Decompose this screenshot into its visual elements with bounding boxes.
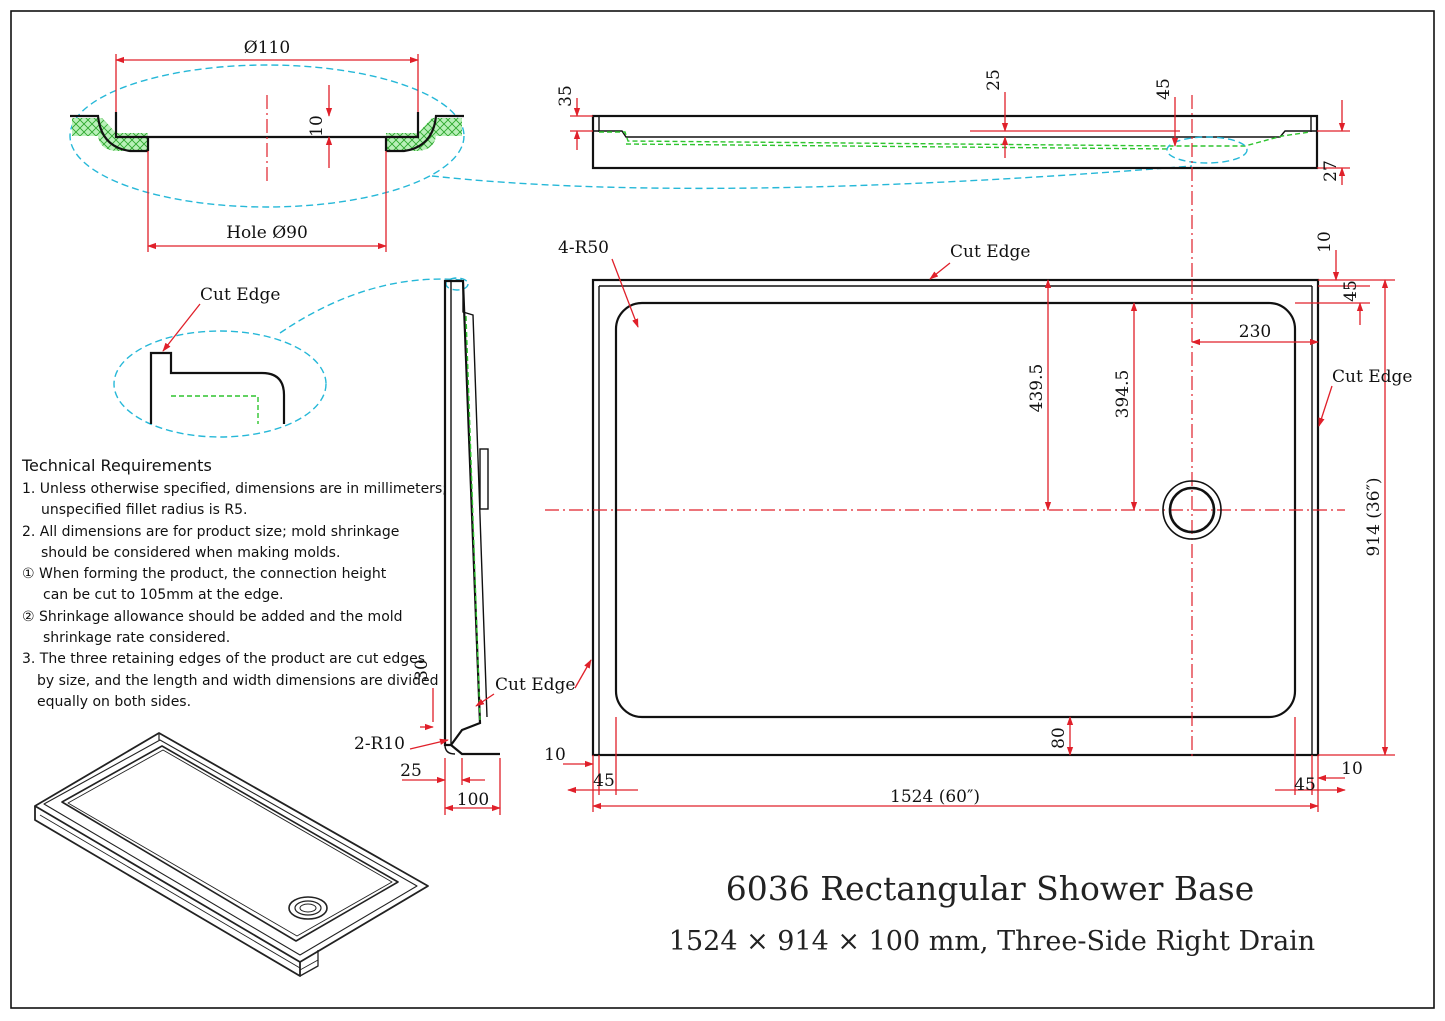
dim-drain-from-basin: 394.5 xyxy=(1113,370,1133,419)
label-cut-edge-side: Cut Edge xyxy=(495,675,575,695)
tech-line: shrinkage rate considered. xyxy=(43,630,230,646)
cut-edge-detail xyxy=(113,277,469,438)
dim-total-height: 100 xyxy=(457,790,489,810)
tech-line: ① When forming the product, the connecti… xyxy=(22,566,387,582)
tech-heading: Technical Requirements xyxy=(21,456,212,475)
dim-overall-width: 914 (36″) xyxy=(1364,477,1384,556)
dim-basin-inset-right: 45 xyxy=(1294,775,1316,795)
sheet-border xyxy=(10,10,1435,1009)
label-bottom-radius: 2-R10 xyxy=(354,734,405,754)
label-cut-edge-top: Cut Edge xyxy=(950,242,1030,262)
tech-line: can be cut to 105mm at the edge. xyxy=(43,587,283,603)
dim-drain-depth-top: 45 xyxy=(1154,78,1174,100)
isometric-view xyxy=(34,732,429,977)
dim-overall-length: 1524 (60″) xyxy=(890,787,980,807)
front-section-view xyxy=(570,92,1350,280)
dim-floor-depth: 25 xyxy=(984,69,1004,91)
dim-front-inset: 80 xyxy=(1049,727,1069,749)
tech-line: by size, and the length and width dimens… xyxy=(37,673,438,689)
technical-requirements: Technical Requirements 1. Unless otherwi… xyxy=(21,456,447,710)
dim-rim-inset-left: 10 xyxy=(544,745,566,765)
tech-line: equally on both sides. xyxy=(37,694,191,710)
dim-rim-inset-right: 10 xyxy=(1341,759,1363,779)
dim-connection-height: 30 xyxy=(412,659,432,681)
dim-rim-inset-top: 10 xyxy=(1315,231,1335,253)
plan-view xyxy=(545,250,1395,812)
dim-drain-outer-diameter: Ø110 xyxy=(244,38,290,58)
dim-hole-diameter: Hole Ø90 xyxy=(226,223,308,243)
tech-line: 3. The three retaining edges of the prod… xyxy=(22,651,425,667)
tech-line: 1. Unless otherwise specified, dimension… xyxy=(22,481,447,497)
dim-basin-inset-left: 45 xyxy=(593,771,615,791)
dim-edge-height: 27 xyxy=(1321,160,1341,182)
dim-drain-from-edge: 439.5 xyxy=(1027,364,1047,413)
tech-line: unspecified fillet radius is R5. xyxy=(41,502,248,518)
label-corner-radius: 4-R50 xyxy=(558,238,609,258)
label-cut-edge-right: Cut Edge xyxy=(1332,367,1412,387)
drawing-subtitle: 1524 × 914 × 100 mm, Three-Side Right Dr… xyxy=(669,926,1315,957)
drawing-title: 6036 Rectangular Shower Base xyxy=(726,869,1255,908)
dim-drain-offset: 230 xyxy=(1239,322,1271,342)
side-section-view xyxy=(402,279,501,815)
drain-section-detail xyxy=(69,54,465,252)
dim-wall-thickness: 25 xyxy=(400,761,422,781)
tech-line: ② Shrinkage allowance should be added an… xyxy=(22,609,403,625)
dim-basin-inset-top: 45 xyxy=(1341,280,1361,302)
tech-line: 2. All dimensions are for product size; … xyxy=(22,524,399,540)
tech-line: should be considered when making molds. xyxy=(41,545,340,561)
dim-drain-depth: 10 xyxy=(307,115,327,137)
dim-rim-height: 35 xyxy=(556,85,576,107)
label-cut-edge-detail: Cut Edge xyxy=(200,285,280,305)
